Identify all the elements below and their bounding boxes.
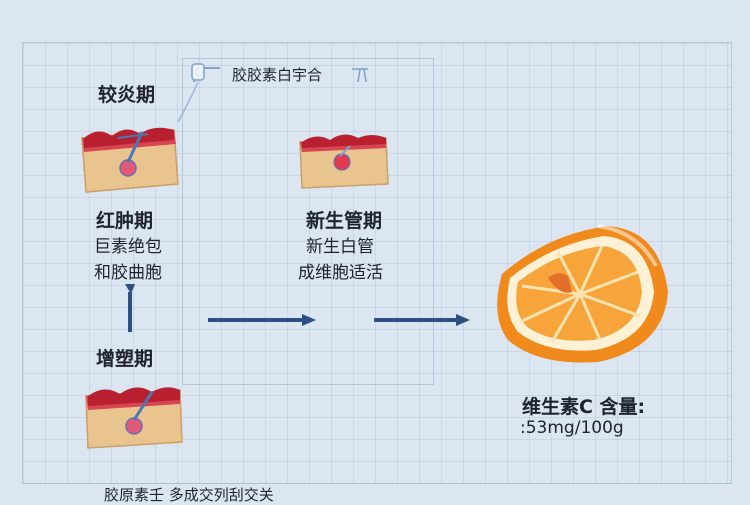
stage3-title: 新生管期 [306,210,383,232]
top-label: 胶胶素白宇合 [232,66,323,84]
vitamin-c-label: 维生素C 含量: [522,396,646,418]
bottom-note: 胶原素壬 多成交列刮交关 [104,486,274,504]
stage3-line-1: 新生白管 [306,237,374,257]
right-arrow-2 [374,314,470,326]
stage2-title: 红肿期 [96,210,154,232]
stage3-line-2: 成维胞适活 [298,263,383,283]
right-arrow-1 [208,314,316,326]
vitamin-c-value: :53mg/100g [520,418,624,438]
skin-wound-illustration-3 [85,387,183,449]
stage2-line-1: 巨素绝包 [94,237,162,257]
grid-frame [182,58,434,385]
stage2-line-2: 和胶曲胞 [94,263,162,283]
stage4-title: 增塑期 [96,348,154,370]
orange-slice-illustration [497,224,668,363]
stage1-title: 较炎期 [98,84,156,106]
skin-wound-illustration-2 [299,134,389,189]
down-arrow [125,284,135,332]
top-label-glyph-icon [352,68,368,83]
pipette-icon [177,63,220,123]
skin-wound-illustration-1 [81,127,179,193]
